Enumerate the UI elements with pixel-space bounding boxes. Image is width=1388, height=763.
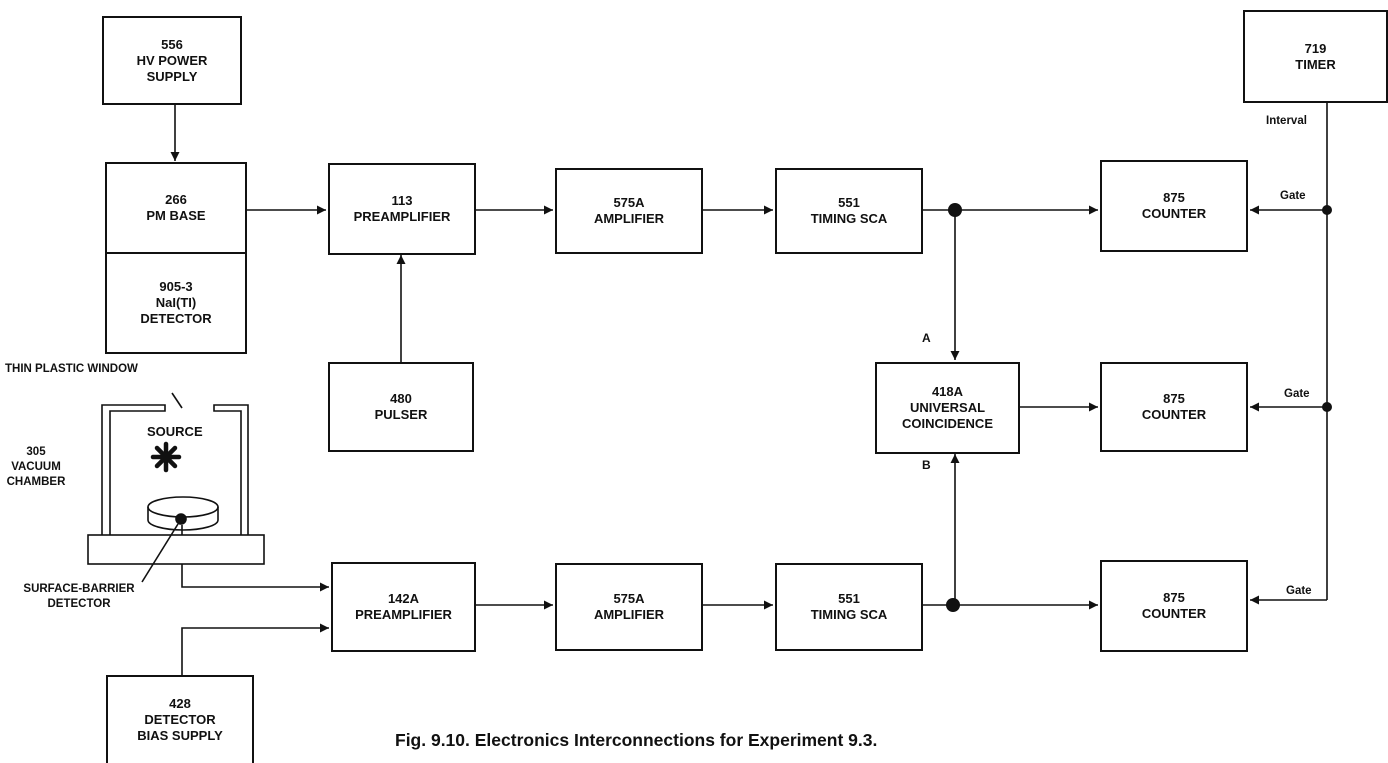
timing-sca-top-block: 551 TIMING SCA [775, 168, 923, 254]
gate-label-bottom: Gate [1286, 585, 1312, 597]
amplifier-bottom-block: 575A AMPLIFIER [555, 563, 703, 651]
gate-dot-top [1322, 205, 1332, 215]
universal-coincidence-block: 418A UNIVERSAL COINCIDENCE [875, 362, 1020, 454]
vacuum-chamber-label: 305 VACUUM CHAMBER [6, 446, 66, 488]
coincidence-input-a-label: A [922, 331, 931, 345]
line-bias-to-preamp142a [181, 623, 329, 675]
counter-bottom-block: 875 COUNTER [1100, 560, 1248, 652]
timer-block: 719 TIMER [1243, 10, 1388, 103]
vacuum-chamber-drawing [87, 392, 265, 583]
figure-caption: Fig. 9.10. Electronics Interconnections … [395, 730, 878, 750]
preamplifier-113-block: 113 PREAMPLIFIER [328, 163, 476, 255]
interval-label: Interval [1266, 115, 1307, 127]
detector-bias-supply-block: 428 DETECTOR BIAS SUPPLY [106, 675, 254, 763]
counter-mid-block: 875 COUNTER [1100, 362, 1248, 452]
pulser-block: 480 PULSER [328, 362, 474, 452]
nai-detector-block: 905-3 NaI(TI) DETECTOR [105, 252, 247, 354]
amplifier-top-block: 575A AMPLIFIER [555, 168, 703, 254]
timing-sca-bottom-block: 551 TIMING SCA [775, 563, 923, 651]
junction-dot-bottom [946, 598, 960, 612]
surface-barrier-detector-label: SURFACE-BARRIER DETECTOR [23, 583, 135, 610]
thin-plastic-window-label: THIN PLASTIC WINDOW [5, 363, 138, 375]
preamplifier-142a-block: 142A PREAMPLIFIER [331, 562, 476, 652]
counter-top-block: 875 COUNTER [1100, 160, 1248, 252]
gate-label-top: Gate [1280, 190, 1306, 202]
gate-dot-mid [1322, 402, 1332, 412]
junction-dot-top [948, 203, 962, 217]
gate-label-mid: Gate [1284, 388, 1310, 400]
source-label: SOURCE [147, 424, 203, 439]
source-icon [150, 441, 182, 473]
coincidence-input-b-label: B [922, 458, 931, 472]
pm-base-block: 266 PM BASE [105, 162, 247, 254]
hv-power-supply-block: 556 HV POWER SUPPLY [102, 16, 242, 105]
